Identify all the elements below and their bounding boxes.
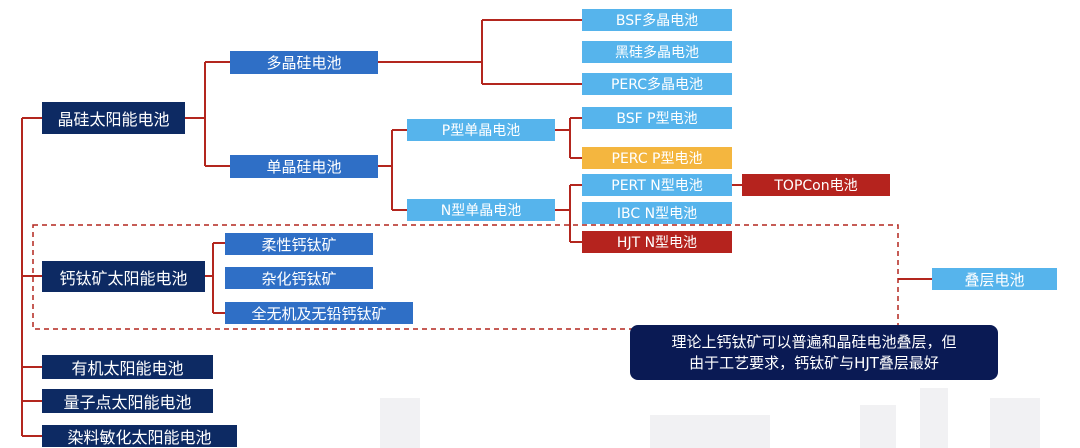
node-tandem-cell: 叠层电池 [932, 268, 1057, 290]
background-skyline [650, 415, 770, 448]
connector-p-types [555, 117, 582, 159]
connector-perovskite-types [205, 242, 225, 314]
node-perc-p-type: PERC P型电池 [582, 147, 732, 169]
node-monocrystalline: 单晶硅电池 [230, 155, 378, 178]
node-pert-n-type: PERT N型电池 [582, 174, 732, 196]
connector-mono-types [378, 129, 407, 211]
background-skyline [860, 405, 896, 448]
node-flexible-perovskite: 柔性钙钛矿 [225, 233, 373, 255]
node-n-type-mono: N型单晶电池 [407, 199, 555, 221]
node-perovskite: 钙钛矿太阳能电池 [42, 261, 205, 292]
node-p-type-mono: P型单晶电池 [407, 119, 555, 141]
node-hybrid-perovskite: 杂化钙钛矿 [225, 267, 373, 289]
note-line-1: 理论上钙钛矿可以普遍和晶硅电池叠层，但 [671, 332, 957, 351]
node-dye-sensitized: 染料敏化太阳能电池 [42, 425, 237, 447]
background-skyline [380, 398, 420, 448]
background-skyline [990, 398, 1040, 448]
node-bsf-p-type: BSF P型电池 [582, 107, 732, 129]
node-perc-poly: PERC多晶电池 [582, 73, 732, 95]
connector-n-types [555, 184, 582, 243]
node-hjt-n-type: HJT N型电池 [582, 231, 732, 253]
node-crystalline-silicon: 晶硅太阳能电池 [42, 102, 185, 134]
node-polycrystalline: 多晶硅电池 [230, 51, 378, 74]
node-inorganic-perovskite: 全无机及无铅钙钛矿 [225, 302, 413, 324]
node-quantum-dot: 量子点太阳能电池 [42, 389, 213, 413]
connector-poly-types [378, 19, 582, 85]
node-bsf-poly: BSF多晶电池 [582, 9, 732, 31]
node-ibc-n-type: IBC N型电池 [582, 202, 732, 224]
node-organic: 有机太阳能电池 [42, 355, 213, 379]
note-line-2: 由于工艺要求，钙钛矿与HJT叠层最好 [689, 353, 939, 372]
tandem-group-dashed-box [32, 224, 899, 330]
node-topcon: TOPCon电池 [742, 174, 890, 196]
node-black-silicon-poly: 黑硅多晶电池 [582, 41, 732, 63]
connector-crystalline-types [185, 61, 230, 167]
annotation-note: 理论上钙钛矿可以普遍和晶硅电池叠层，但 由于工艺要求，钙钛矿与HJT叠层最好 [630, 325, 998, 380]
background-skyline [920, 388, 948, 448]
